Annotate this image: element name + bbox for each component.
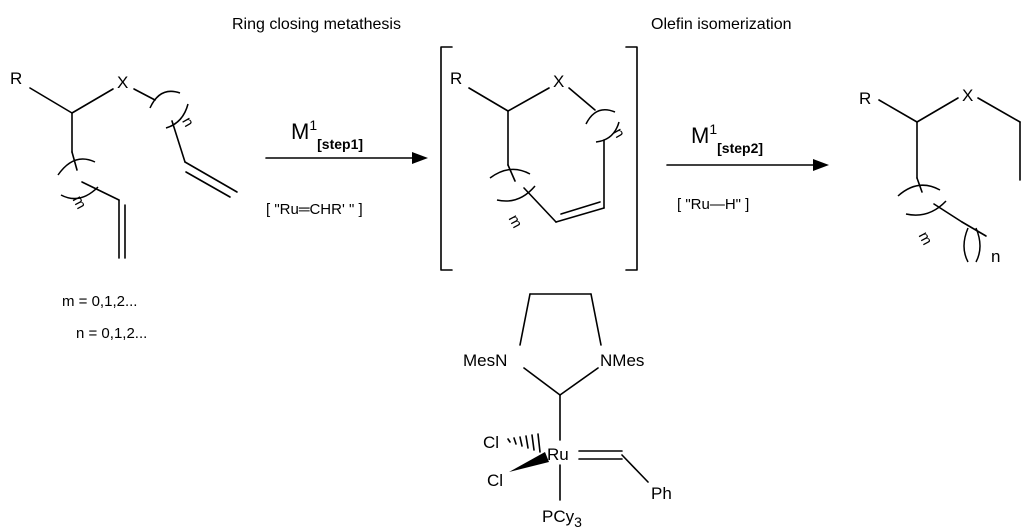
r-substituent-1: R xyxy=(10,69,22,88)
m-bracket-right-2 xyxy=(496,185,536,202)
n-bracket-top xyxy=(149,90,181,109)
n-paren-right xyxy=(975,227,981,263)
starting-diene xyxy=(29,87,238,259)
intermediate-ring xyxy=(468,87,620,223)
heading-rcm: Ring closing metathesis xyxy=(232,16,401,33)
chloride-2: Cl xyxy=(487,471,503,490)
m-values: m = 0,1,2... xyxy=(62,293,137,310)
n-mes-right: NMes xyxy=(600,351,644,370)
step2-species: [ "Ru—H" ] xyxy=(677,196,749,213)
n-label-3: n xyxy=(991,247,1000,266)
r-substituent-3: R xyxy=(859,89,871,108)
pcy3-ligand: PCy3 xyxy=(542,507,582,528)
m-bracket-left-3 xyxy=(897,184,941,197)
n-bracket-top-2 xyxy=(585,109,616,125)
m-label-3: m xyxy=(915,229,936,248)
step1-arrowhead xyxy=(412,152,428,164)
intermediate-bracket xyxy=(440,46,638,271)
ruthenium: Ru xyxy=(547,445,569,464)
n-bracket-bottom xyxy=(165,103,189,129)
n-label-1: n xyxy=(178,114,197,130)
step2-catalyst: M1[step2] xyxy=(691,121,763,156)
n-paren-left xyxy=(963,227,969,263)
product-ring xyxy=(878,97,1021,263)
m-bracket-right xyxy=(60,186,99,200)
grubbs-catalyst xyxy=(507,293,649,501)
m-bracket-left xyxy=(57,158,96,176)
wedge-bond xyxy=(509,452,549,472)
x-heteroatom-3: X xyxy=(962,86,973,105)
m-label-2: m xyxy=(505,212,526,231)
chloride-1: Cl xyxy=(483,433,499,452)
step2-arrowhead xyxy=(813,159,829,171)
mes-n-left: MesN xyxy=(463,351,507,370)
n-bracket-bottom-2 xyxy=(595,121,620,143)
m-bracket-right-3 xyxy=(905,200,947,216)
heading-isomerization: Olefin isomerization xyxy=(651,16,792,33)
n-values: n = 0,1,2... xyxy=(76,325,147,342)
n-label-2: n xyxy=(609,125,628,141)
x-heteroatom-2: X xyxy=(553,72,564,91)
m-bracket-left-2 xyxy=(489,168,531,179)
r-substituent-2: R xyxy=(450,69,462,88)
phenyl: Ph xyxy=(651,484,672,503)
x-heteroatom-1: X xyxy=(117,73,128,92)
step1-catalyst: M1[step1] xyxy=(291,117,363,152)
step1-species: [ "Ru═CHR' " ] xyxy=(266,201,363,218)
